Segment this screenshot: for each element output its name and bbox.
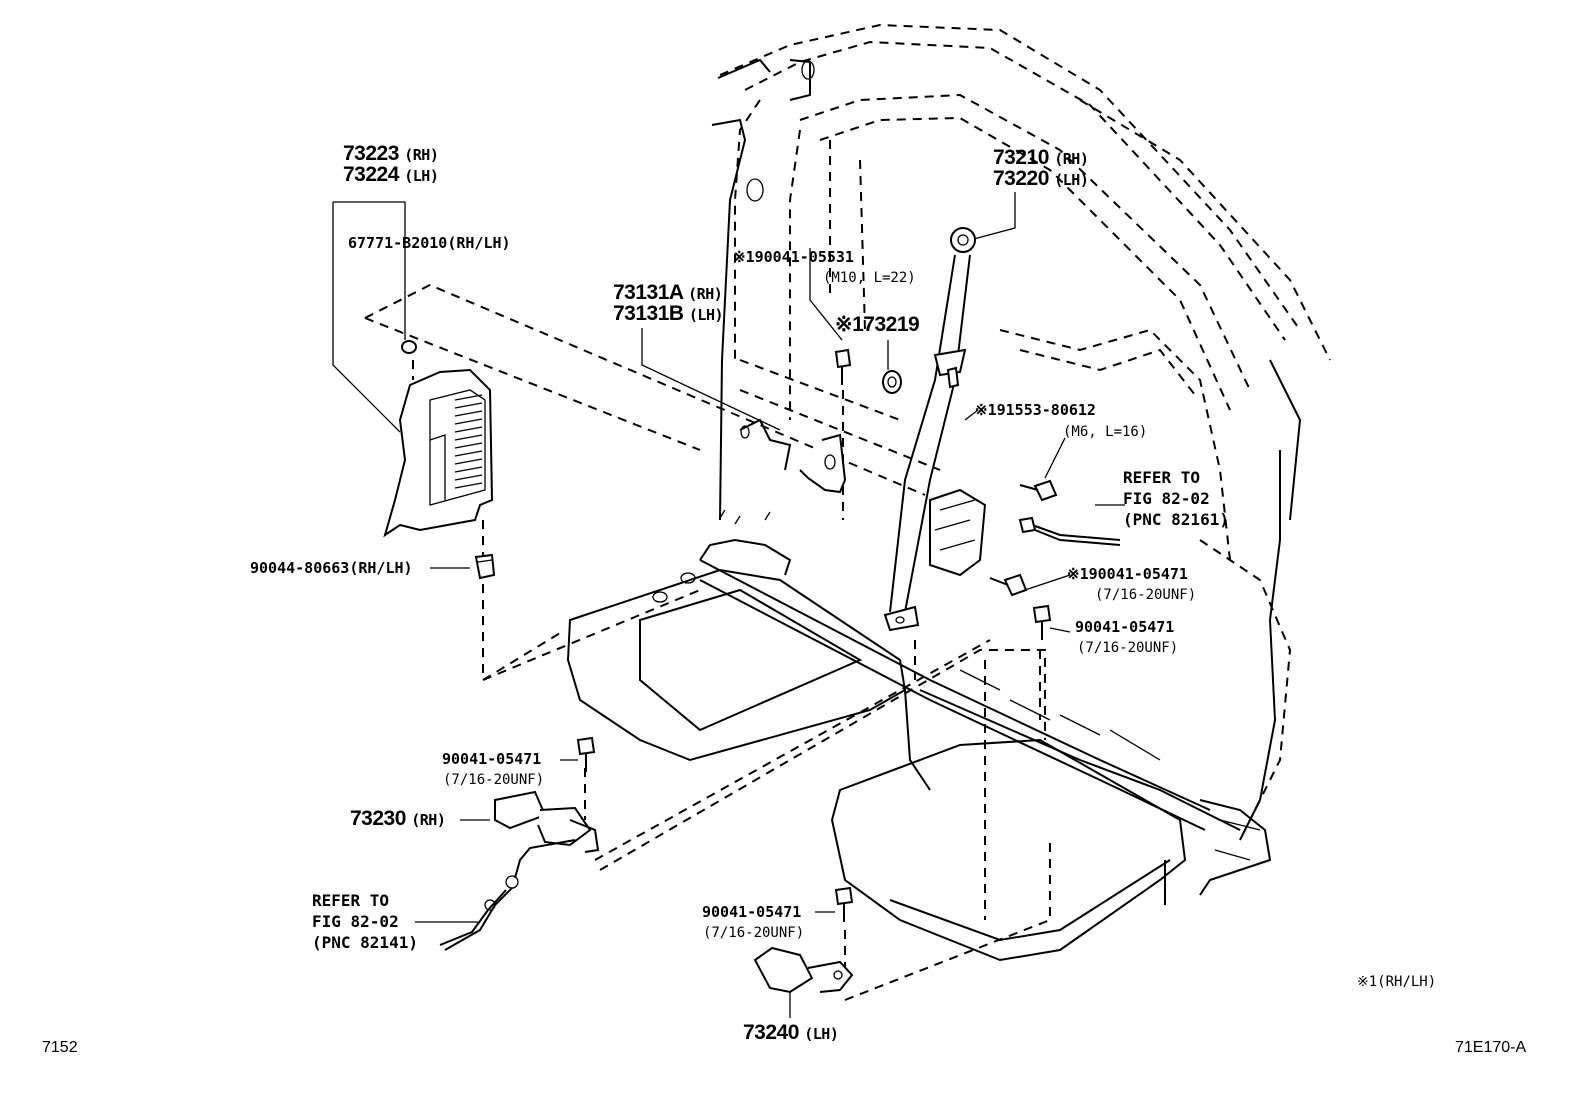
bolt-05471-a-spec: (7/16-20UNF) (1095, 587, 1197, 603)
refer-right-line1: REFER TO (1123, 468, 1201, 487)
buckle-rh-label: 73230 (RH) (350, 807, 446, 830)
clip-67771-label: 67771-B2010(RH/LH) (348, 234, 511, 252)
bolt-05471-a-label: ※190041-05471 (1067, 565, 1188, 583)
nut-173219-label: ※173219 (835, 313, 920, 336)
refer-left-line1: REFER TO (312, 891, 390, 910)
refer-left-line2: FIG 82-02 (312, 912, 399, 931)
bolt-191553-spec: (M6, L=16) (1063, 424, 1148, 440)
buckle-lh (753, 946, 854, 994)
quarter-trim-lh-label: 73224 (LH) (343, 163, 439, 186)
outer-belt-assembly (883, 227, 987, 632)
bolt-05471-c-label: 90041-05471 (442, 750, 542, 768)
page-number: 7152 (42, 1039, 78, 1056)
bolt-05531-label: ※190041-05531 (733, 248, 854, 266)
bolt-05471-c-spec: (7/16-20UNF) (443, 772, 545, 788)
quarter-trim-rh-label: 73223 (RH) (343, 142, 439, 165)
buckle-rh (439, 790, 600, 951)
leader-lines (332, 192, 1125, 1018)
bolt-05471-b-spec: (7/16-20UNF) (1077, 640, 1179, 656)
anchor-rh-label: 73131A (RH) (613, 281, 723, 304)
clip-90044 (474, 553, 496, 580)
bolt-05531-spec: (M10, L=22) (823, 270, 916, 286)
body-panel-outline (711, 23, 1331, 841)
outer-belt-lh-label: 73220 (LH) (993, 167, 1089, 190)
nut-173219 (882, 370, 902, 394)
bolt-191553-label: ※191553-80612 (975, 401, 1096, 419)
bolts (576, 348, 1058, 922)
bolt-05471-b-label: 90041-05471 (1075, 618, 1175, 636)
refer-right-line3: (PNC 82161) (1123, 510, 1229, 529)
quarter-trim-panel (383, 340, 494, 538)
bolt-05471-d-spec: (7/16-20UNF) (703, 925, 805, 941)
refer-left-line3: (PNC 82141) (312, 933, 418, 952)
figure-code: 71E170-A (1455, 1039, 1527, 1056)
footnote: ※1(RH/LH) (1357, 974, 1437, 990)
anchor-bracket (652, 418, 847, 603)
buckle-lh-label: 73240 (LH) (743, 1021, 839, 1044)
wire-harness-right (1018, 516, 1121, 546)
outer-belt-rh-label: 73210 (RH) (993, 146, 1089, 169)
anchor-lh-label: 73131B (LH) (613, 302, 724, 325)
rear-seat-cushions (566, 559, 1272, 962)
bolt-05471-d-label: 90041-05471 (702, 903, 802, 921)
clip-90044-label: 90044-80663(RH/LH) (250, 559, 413, 577)
refer-right-line2: FIG 82-02 (1123, 489, 1210, 508)
